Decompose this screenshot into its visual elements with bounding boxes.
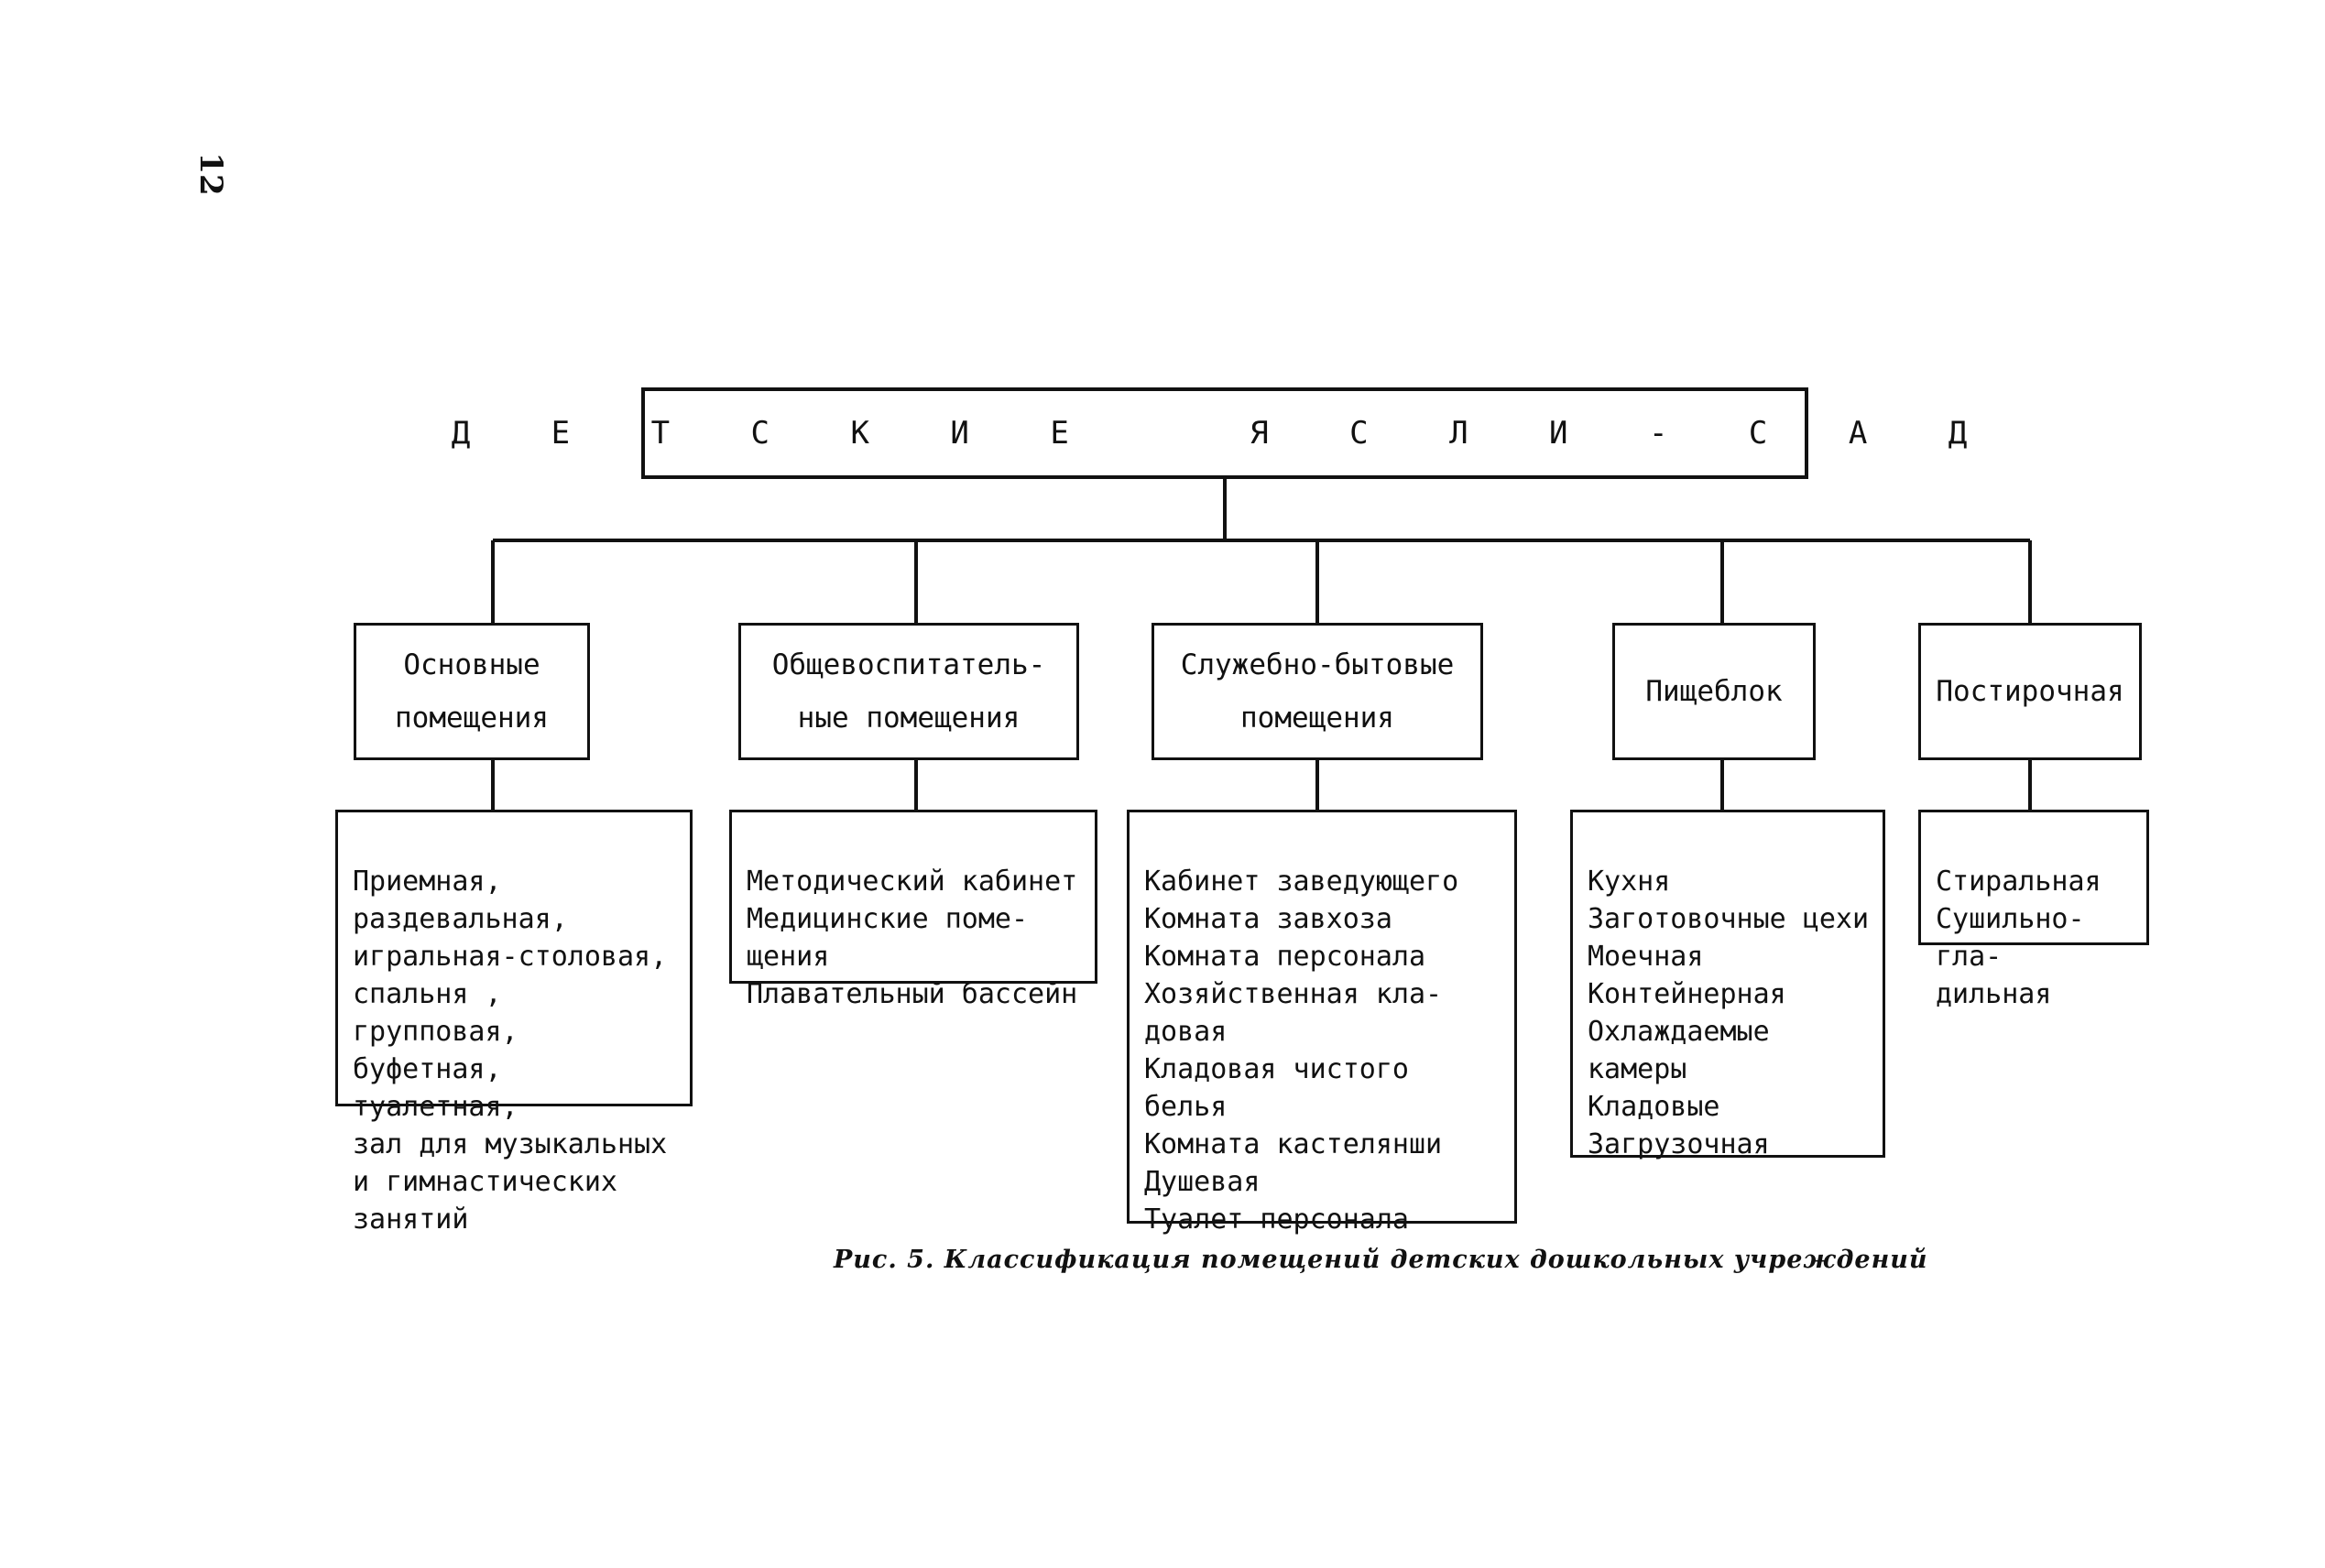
root-node: Д Е Т С К И Е Я С Л И - С А Д	[452, 387, 1967, 479]
category-main-rooms: Основные помещения	[354, 623, 590, 760]
rooms-list-laundry: Стиральная Сушильно-гла- дильная	[1918, 810, 2149, 1010]
figure-caption: Рис. 5. Классификация помещений детских …	[834, 1246, 1928, 1274]
category-title: Постирочная	[1936, 675, 2124, 708]
category-title: Служебно-бытовые помещения	[1180, 648, 1455, 735]
category-catering-block: Пищеблок	[1612, 623, 1816, 760]
category-laundry: Постирочная	[1918, 623, 2142, 760]
rooms-list-general-educational: Методический кабинет Медицинские поме- щ…	[729, 810, 1097, 1010]
rooms-list-text: Кухня Заготовочные цехи Моечная Контейне…	[1588, 866, 1870, 1160]
category-title: Основные помещения	[395, 648, 549, 735]
rooms-list-text: Методический кабинет Медицинские поме- щ…	[747, 866, 1078, 1010]
rooms-list-text: Стиральная Сушильно-гла- дильная	[1936, 866, 2101, 1010]
category-title: Пищеблок	[1645, 675, 1783, 708]
rooms-list-main: Приемная, раздевальная, игральная-столов…	[335, 810, 693, 1236]
category-title: Общевоспитатель- ные помещения	[771, 648, 1046, 735]
rooms-list-text: Приемная, раздевальная, игральная-столов…	[353, 866, 668, 1236]
rooms-list-text: Кабинет заведующего Комната завхоза Комн…	[1144, 866, 1459, 1236]
root-title: Д Е Т С К И Е Я С Л И - С А Д	[451, 415, 1999, 452]
category-general-educational-rooms: Общевоспитатель- ные помещения	[738, 623, 1079, 760]
rooms-list-service: Кабинет заведующего Комната завхоза Комн…	[1127, 810, 1517, 1236]
rooms-list-catering: Кухня Заготовочные цехи Моечная Контейне…	[1570, 810, 1885, 1160]
category-service-rooms: Служебно-бытовые помещения	[1152, 623, 1483, 760]
